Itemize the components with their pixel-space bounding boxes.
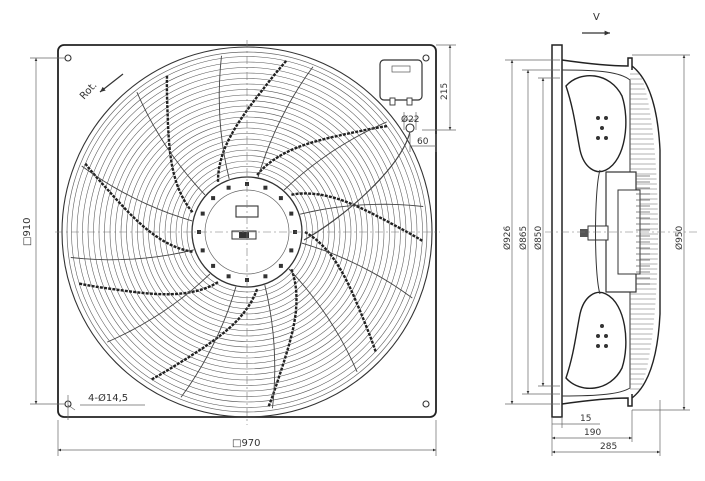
gland-diameter-label: Ø22 [401, 114, 420, 125]
grille-spoke [288, 268, 358, 372]
grille-spoke [283, 121, 387, 191]
blade-rivets [596, 116, 608, 348]
dia-850-label: Ø850 [533, 225, 544, 250]
dim-height: □910 [22, 57, 65, 405]
airflow-label: V [593, 12, 600, 23]
blade-rivet [600, 324, 604, 328]
outer-diameter-label: Ø950 [674, 225, 685, 250]
side-view: V [502, 12, 700, 456]
hub-bolt [289, 211, 294, 216]
grille-spoke [70, 249, 194, 261]
airflow-indicator: V [582, 12, 610, 36]
ring-diameter-label: Ø926 [502, 225, 513, 250]
blade-rivet [596, 344, 600, 348]
side-blade-lower [565, 291, 627, 390]
impeller-blade [165, 75, 194, 213]
grille-spoke [81, 165, 193, 222]
blade-rivet [604, 136, 608, 140]
dim-depths: 15 190 285 [551, 400, 661, 456]
front-view: Rot. □970 □910 4-Ø14,5 215 [22, 40, 456, 456]
blade-rivet [596, 116, 600, 120]
motor-cooling-fins [636, 175, 650, 285]
mount-hole-top-right [422, 54, 430, 62]
grille-spoke [180, 286, 237, 398]
blade-rivet [596, 334, 600, 338]
height-dimension-label: □910 [22, 217, 33, 246]
terminal-box [303, 59, 423, 241]
impeller-blade [150, 288, 259, 381]
nozzle-profile-top [561, 57, 633, 70]
dim-side-diameters: Ø926 Ø865 Ø850 [502, 59, 560, 405]
hub-bolt [226, 185, 231, 190]
hub-bolt [263, 185, 268, 190]
hub-bolt [278, 263, 283, 268]
dim-box-height: 215 [422, 44, 456, 131]
rotation-indicator: Rot. [78, 73, 124, 102]
depth-285-label: 285 [600, 442, 617, 452]
mount-holes-label: 4-Ø14,5 [88, 392, 128, 404]
blade-rivet [604, 334, 608, 338]
dim-width: □970 [57, 420, 437, 456]
hub-bolt [263, 274, 268, 279]
depth-190-label: 190 [584, 428, 601, 438]
nozzle-profile-bottom [561, 394, 633, 407]
side-blade-upper [565, 74, 627, 173]
grille-spoke [264, 285, 276, 409]
dim-gland: Ø22 [401, 112, 420, 130]
motor-center-block [239, 232, 249, 238]
grille-spoke [257, 66, 314, 178]
hub-bolt [226, 274, 231, 279]
grille-spoke [218, 55, 230, 179]
dia-865-label: Ø865 [518, 226, 529, 250]
hub-bolt [200, 248, 205, 253]
side-mounting-plate [551, 44, 563, 418]
dim-mount-holes: 4-Ø14,5 [67, 392, 145, 420]
hub-bolt [211, 196, 216, 201]
mount-hole-bottom-right [422, 400, 430, 408]
impeller-blade [291, 192, 424, 243]
impeller-blade [216, 59, 288, 182]
blade-rivet [604, 116, 608, 120]
rotation-label: Rot. [78, 80, 99, 102]
grille-spoke [300, 203, 424, 215]
depth-15-label: 15 [580, 414, 591, 424]
impeller-blade [267, 268, 298, 408]
hub-bolt [278, 196, 283, 201]
blade-rivet [604, 344, 608, 348]
mount-hole-top-left [64, 54, 72, 62]
grille-spoke [301, 242, 413, 299]
dim-offset: 60 [409, 134, 437, 152]
impeller-blade [256, 124, 388, 176]
hub-bolt [289, 248, 294, 253]
box-height-label: 215 [440, 83, 450, 100]
impeller-blade [78, 281, 219, 296]
impeller-blades [78, 59, 424, 408]
hub-bolt [200, 211, 205, 216]
offset-label: 60 [417, 137, 429, 147]
dim-outer-diameter: Ø950 [632, 54, 690, 411]
grille-spoke [136, 92, 206, 196]
impeller-blade [304, 230, 377, 353]
hub-bolt [211, 263, 216, 268]
grille-spoke [107, 273, 211, 343]
blade-rivet [600, 126, 604, 130]
width-dimension-label: □970 [232, 438, 261, 449]
grille-spokes [70, 55, 424, 409]
blade-rivet [596, 136, 600, 140]
impeller-blade [84, 162, 193, 253]
